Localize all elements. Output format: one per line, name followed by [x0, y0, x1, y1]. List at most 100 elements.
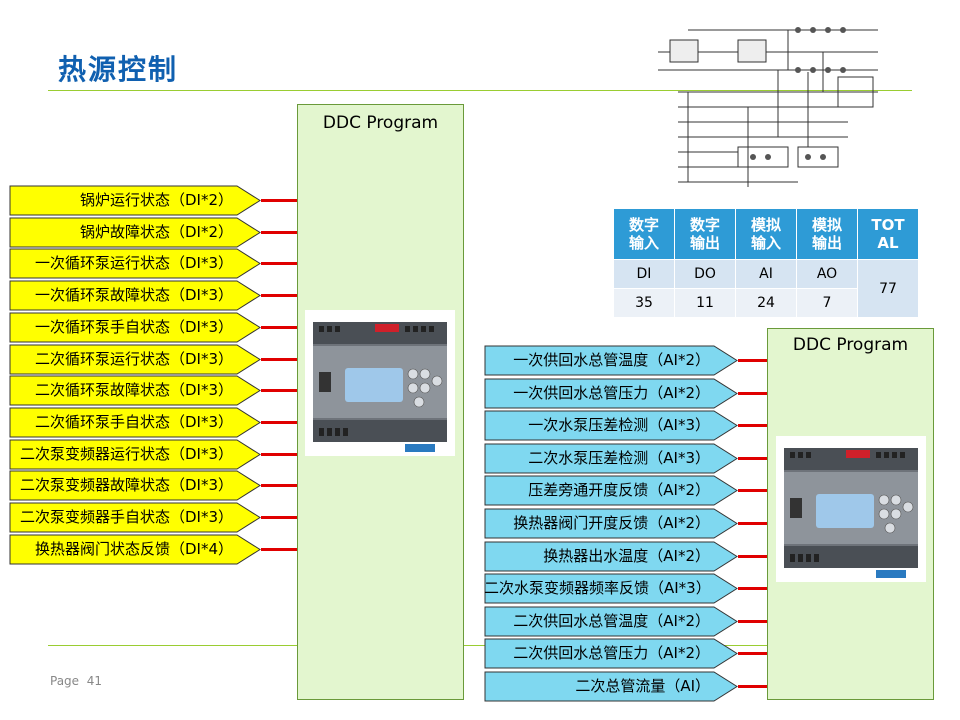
- left-signal-tag: 二次泵变频器手自状态（DI*3）: [9, 502, 261, 533]
- left-tag-arrow-shape: [9, 217, 261, 248]
- left-signal-connector: [261, 452, 297, 456]
- page-footer: Page 41: [50, 674, 102, 688]
- right-signal-tag: 换热器出水温度（AI*2）: [484, 541, 738, 572]
- left-signal-tag: 二次循环泵运行状态（DI*3）: [9, 344, 261, 375]
- left-signal-label: 一次循环泵手自状态（DI*3）: [34, 317, 233, 336]
- left-tag-arrow-shape: [9, 439, 261, 470]
- left-signal-label: 二次循环泵故障状态（DI*3）: [34, 381, 233, 400]
- right-signal-label: 换热器出水温度（AI*2）: [543, 546, 710, 565]
- ddc-controller-image-left: [305, 310, 455, 456]
- right-signal-connector: [738, 391, 767, 395]
- right-tag-arrow-shape: [484, 475, 738, 506]
- page-label: Page: [50, 674, 80, 688]
- io-header-text: 数字输入: [628, 216, 659, 252]
- right-signal-connector: [738, 424, 767, 428]
- left-signal-label: 二次循环泵手自状态（DI*3）: [34, 412, 233, 431]
- right-signal-connector: [738, 359, 767, 362]
- right-signal-tag: 二次水泵压差检测（AI*3）: [484, 443, 738, 474]
- right-signal-label: 二次供回水总管压力（AI*2）: [513, 644, 710, 663]
- right-tag-arrow-shape: [484, 345, 738, 376]
- right-signal-tag: 一次供回水总管温度（AI*2）: [484, 345, 738, 376]
- right-tag-arrow-shape: [484, 443, 738, 474]
- right-signal-connector: [738, 619, 767, 623]
- right-signal-tag: 换热器阀门开度反馈（AI*2）: [484, 508, 738, 539]
- right-signal-label: 一次水泵压差检测（AI*3）: [528, 416, 710, 435]
- left-signal-tag: 一次循环泵运行状态（DI*3）: [9, 248, 261, 279]
- left-tag-arrow-shape: [9, 407, 261, 438]
- io-type-cell: DO: [674, 259, 736, 289]
- title-divider: [48, 90, 912, 91]
- left-signal-tag: 一次循环泵手自状态（DI*3）: [9, 312, 261, 343]
- left-signal-connector: [261, 420, 297, 424]
- left-signal-label: 锅炉运行状态（DI*2）: [79, 191, 233, 209]
- left-signal-label: 换热器阀门状态反馈（DI*4）: [34, 539, 233, 558]
- left-tag-arrow-shape: [9, 375, 261, 406]
- left-tag-arrow-shape: [9, 470, 261, 501]
- left-signal-connector: [261, 547, 297, 551]
- left-tag-arrow-shape: [9, 280, 261, 311]
- right-tag-arrow-shape: [484, 410, 738, 441]
- io-type-cell: DI: [613, 259, 675, 289]
- io-type-cell: AI: [735, 259, 797, 289]
- right-signal-tag: 一次供回水总管压力（AI*2）: [484, 378, 738, 409]
- right-signal-label: 二次总管流量（AI）: [575, 677, 710, 695]
- right-tag-arrow-shape: [484, 606, 738, 637]
- right-signal-connector: [738, 685, 767, 688]
- right-tag-arrow-shape: [484, 508, 738, 539]
- left-tag-arrow-shape: [9, 185, 261, 216]
- io-count-cell: 11: [674, 288, 736, 318]
- left-signal-label: 锅炉故障状态（DI*2）: [79, 222, 233, 241]
- io-header-text: 数字输出: [689, 216, 720, 252]
- io-header-digital-in: 数字输入: [613, 208, 675, 260]
- right-signal-tag: 二次总管流量（AI）: [484, 671, 738, 702]
- ddc-label-right: DDC Program: [792, 335, 909, 355]
- right-signal-connector: [738, 652, 767, 656]
- left-tag-arrow-shape: [9, 312, 261, 343]
- right-signal-label: 二次水泵压差检测（AI*3）: [528, 448, 710, 467]
- io-total-cell: 77: [857, 259, 919, 318]
- io-header-analog-out: 模拟输出: [796, 208, 858, 260]
- right-tag-arrow-shape: [484, 378, 738, 409]
- io-header-text: 模拟输入: [750, 216, 781, 252]
- right-signal-label: 换热器阀门开度反馈（AI*2）: [513, 514, 710, 532]
- left-signal-tag: 二次泵变频器运行状态（DI*3）: [9, 439, 261, 470]
- right-signal-tag: 压差旁通开度反馈（AI*2）: [484, 475, 738, 506]
- right-tag-arrow-shape: [484, 638, 738, 669]
- right-tag-arrow-shape: [484, 671, 738, 702]
- schematic-thumbnail: [658, 27, 878, 187]
- io-count-cell: 24: [735, 288, 797, 318]
- right-signal-label: 压差旁通开度反馈（AI*2）: [528, 481, 710, 500]
- right-signal-connector: [738, 456, 767, 460]
- left-signal-tag: 锅炉故障状态（DI*2）: [9, 217, 261, 248]
- io-type-cell: AO: [796, 259, 858, 289]
- io-table-type-row: DI DO AI AO 77: [613, 259, 919, 318]
- left-tag-arrow-shape: [9, 534, 261, 565]
- left-signal-tag: 二次循环泵手自状态（DI*3）: [9, 407, 261, 438]
- ddc-controller-image-right: [776, 436, 926, 582]
- right-signal-tag: 二次供回水总管压力（AI*2）: [484, 638, 738, 669]
- io-header-analog-in: 模拟输入: [735, 208, 797, 260]
- left-signal-label: 二次泵变频器故障状态（DI*3）: [19, 476, 233, 495]
- right-signal-connector: [738, 554, 767, 558]
- left-signal-label: 一次循环泵故障状态（DI*3）: [34, 286, 233, 305]
- right-signal-connector: [738, 522, 767, 525]
- right-signal-label: 一次供回水总管温度（AI*2）: [513, 351, 710, 369]
- right-tag-arrow-shape: [484, 573, 738, 604]
- left-signal-tag: 换热器阀门状态反馈（DI*4）: [9, 534, 261, 565]
- left-signal-connector: [261, 230, 297, 234]
- left-signal-connector: [261, 262, 297, 266]
- io-table-count-row: 35 11 24 7: [613, 288, 919, 318]
- right-signal-label: 二次水泵变频器频率反馈（AI*3）: [484, 579, 711, 598]
- left-tag-arrow-shape: [9, 502, 261, 533]
- page-title: 热源控制: [58, 53, 179, 86]
- left-signal-connector: [261, 199, 297, 202]
- right-signal-tag: 一次水泵压差检测（AI*3）: [484, 410, 738, 441]
- left-tag-arrow-shape: [9, 248, 261, 279]
- io-count-cell: 7: [796, 288, 858, 318]
- right-signal-connector: [738, 489, 767, 493]
- right-signal-connector: [738, 587, 767, 591]
- left-signal-connector: [261, 294, 297, 298]
